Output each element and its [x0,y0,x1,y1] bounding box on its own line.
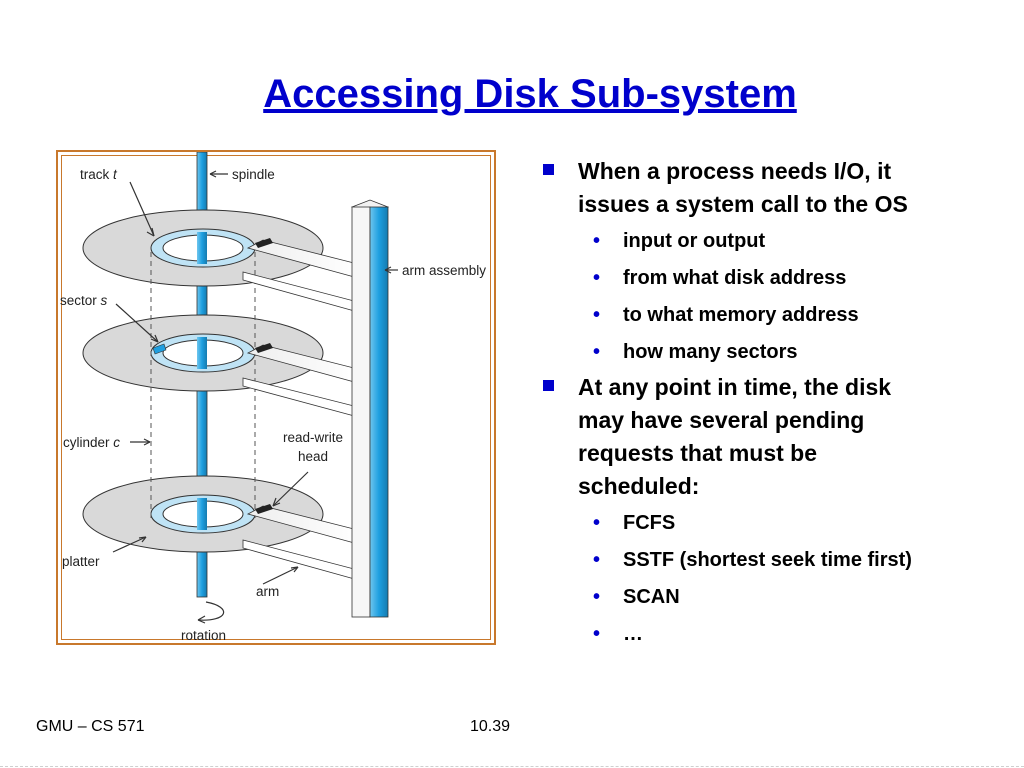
dot-bullet-icon: • [593,549,601,571]
square-bullet-icon [543,380,554,391]
label-arm: arm [256,584,279,599]
footer-course: GMU – CS 571 [36,718,145,735]
sub-bullet-item: •to what memory address [540,297,1010,334]
label-platter: platter [62,554,100,569]
sub-bullet-item: •… [540,616,1010,653]
footer-page-number: 10.39 [470,718,511,735]
label-cylinder: cylinder c [63,435,120,450]
sub-bullet-item: •input or output [540,223,1010,260]
dot-bullet-icon: • [593,230,601,252]
bullet-line: issues a system call to the OS [578,191,908,217]
dot-bullet-icon: • [593,512,601,534]
arm-assembly-column [350,199,390,618]
bullet-line: requests that must be [578,440,817,466]
bullet-line: scheduled: [578,473,700,499]
slide-title: Accessing Disk Sub-system [263,72,797,116]
label-head: head [298,449,328,464]
bullet-item: When a process needs I/O, it issues a sy… [540,155,1010,221]
label-sector: sector s [60,293,108,308]
dot-bullet-icon: • [593,341,601,363]
dot-bullet-icon: • [593,267,601,289]
sector-highlight [152,343,167,355]
sub-bullet-item: •from what disk address [540,260,1010,297]
bottom-divider [0,766,1024,768]
label-arrows [112,170,398,624]
disk-diagram: track t spindle arm assembly sector s cy… [56,150,496,645]
sub-bullet-item: •FCFS [540,505,1010,542]
dot-bullet-icon: • [593,304,601,326]
label-arm-assembly: arm assembly [402,263,486,278]
bullet-line: When a process needs I/O, it [578,158,892,184]
disk-diagram-svg: track t spindle arm assembly sector s cy… [60,152,486,643]
bullet-line: At any point in time, the disk [578,374,892,400]
label-spindle: spindle [232,167,275,182]
label-rotation: rotation [181,628,226,643]
sub-bullet-item: •how many sectors [540,334,1010,371]
bullet-list: When a process needs I/O, it issues a sy… [540,155,1010,653]
sub-bullet-item: •SSTF (shortest seek time first) [540,542,1010,579]
square-bullet-icon [543,164,554,175]
bullet-line: may have several pending [578,407,865,433]
dot-bullet-icon: • [593,623,601,645]
sub-bullet-item: •SCAN [540,579,1010,616]
bullet-item: At any point in time, the disk may have … [540,371,1010,503]
figure-inner-border [61,155,491,640]
dot-bullet-icon: • [593,586,601,608]
label-track: track t [80,167,118,182]
label-read-write: read-write [283,430,343,445]
